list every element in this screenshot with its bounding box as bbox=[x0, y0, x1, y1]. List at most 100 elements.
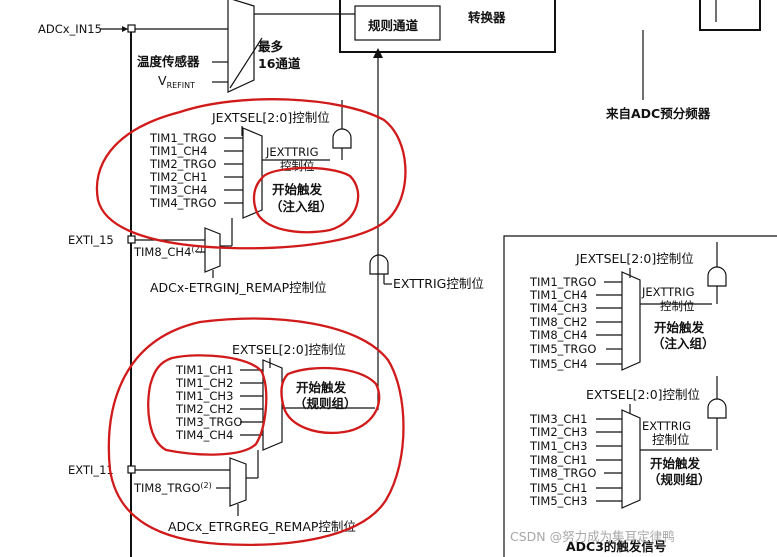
exttrig-and-gate bbox=[369, 254, 389, 275]
regular-signal-list: TIM1_CH1 TIM1_CH2 TIM1_CH3 TIM2_CH2 TIM3… bbox=[175, 363, 242, 442]
right-box-fragment bbox=[699, 0, 761, 31]
exti11-pin bbox=[127, 465, 136, 474]
channel-mux bbox=[227, 0, 255, 93]
adc3-inj-start-2: （注入组） bbox=[652, 336, 715, 351]
regular-trigger-section: EXTSEL[2:0]控制位 TIM1_CH1 TIM1_CH2 TIM1_CH… bbox=[68, 342, 375, 534]
top-section: 规则通道 转换器 来自ADC预分频器 ADCx_IN15 温度传感器 VREFI… bbox=[38, 0, 761, 410]
reg-signal-2: TIM1_CH2 bbox=[175, 376, 233, 390]
adc3-reg-signal-3: TIM1_CH3 bbox=[529, 439, 587, 453]
adc-in15-pin bbox=[127, 24, 136, 33]
adc3-injected-mux bbox=[621, 271, 641, 371]
adc3-panel-border bbox=[503, 235, 777, 557]
adc3-exttrig-and-gate bbox=[707, 398, 727, 419]
adc3-extsel-label: EXTSEL[2:0]控制位 bbox=[586, 387, 700, 402]
adc-in15-arrow-icon bbox=[122, 26, 128, 32]
tim8-trgo-label: TIM8_TRGO(2) bbox=[133, 481, 212, 495]
max16-line1: 最多 bbox=[258, 39, 284, 54]
adc3-inj-signal-1: TIM1_TRGO bbox=[529, 275, 596, 289]
red-circle-regular-signals bbox=[147, 354, 268, 456]
inj-signal-5: TIM3_CH4 bbox=[149, 183, 207, 197]
adc3-caption: ADC3的触发信号 bbox=[566, 539, 666, 554]
red-circle-regular-start bbox=[280, 366, 381, 434]
injected-signal-list: TIM1_TRGO TIM1_CH4 TIM2_TRGO TIM2_CH1 TI… bbox=[149, 131, 216, 210]
regular-channel-box bbox=[354, 5, 441, 41]
adc3-reg-signal-7: TIM5_CH3 bbox=[529, 494, 587, 508]
mux-slash bbox=[229, 37, 263, 89]
tim8-ch4-label: TIM8_CH4(2) bbox=[133, 245, 203, 259]
jexttrig-and-gate bbox=[332, 128, 352, 149]
adc3-inj-signal-7: TIM5_CH4 bbox=[529, 357, 587, 371]
red-annotations bbox=[95, 98, 407, 546]
adc3-exttrig-label-1: EXTTRIG bbox=[642, 419, 691, 433]
adc3-inj-signal-4: TIM8_CH2 bbox=[529, 315, 587, 329]
adc3-inj-signal-2: TIM1_CH4 bbox=[529, 288, 587, 302]
reg-signal-3: TIM1_CH3 bbox=[175, 389, 233, 403]
red-circle-regular-outer bbox=[107, 317, 405, 546]
adc3-inj-signal-3: TIM4_CH3 bbox=[529, 301, 587, 315]
reg-signal-1: TIM1_CH1 bbox=[175, 363, 233, 377]
adc3-exttrig-label-2: 控制位 bbox=[652, 432, 690, 447]
adc3-panel: JEXTSEL[2:0]控制位 TIM1_TRGO TIM1_CH4 TIM4_… bbox=[503, 235, 777, 557]
adc3-jexttrig-and-gate bbox=[707, 266, 727, 287]
adc3-reg-start-1: 开始触发 bbox=[650, 456, 701, 471]
adc-converter-box bbox=[339, 0, 556, 53]
inj-start-label-2: （注入组） bbox=[270, 199, 333, 214]
reg-remap-label: ADCx_ETRGREG_REMAP控制位 bbox=[168, 519, 356, 534]
max16-line2: 16通道 bbox=[258, 56, 301, 71]
adc3-reg-start-2: （规则组） bbox=[648, 472, 711, 487]
watermark: CSDN @努力成为集耳定律鸭 bbox=[510, 529, 675, 544]
inj-signal-2: TIM1_CH4 bbox=[149, 144, 207, 158]
inj-signal-6: TIM4_TRGO bbox=[149, 196, 216, 210]
inj-remap-label: ADCx-ETRGINJ_REMAP控制位 bbox=[150, 280, 327, 295]
jexttrig-label-2: 控制位 bbox=[280, 159, 315, 173]
exti15-pin bbox=[127, 235, 136, 244]
jexttrig-label-1: JEXTTRIG bbox=[265, 145, 318, 159]
reg-signal-6: TIM4_CH4 bbox=[175, 428, 233, 442]
inj-signal-4: TIM2_CH1 bbox=[149, 170, 207, 184]
adc3-jextsel-label: JEXTSEL[2:0]控制位 bbox=[575, 251, 694, 266]
red-circle-injected-inner bbox=[252, 166, 360, 234]
inj-start-label-1: 开始触发 bbox=[272, 182, 323, 197]
adc3-reg-signal-4: TIM8_CH1 bbox=[529, 453, 587, 467]
adc3-inj-signal-list: TIM1_TRGO TIM1_CH4 TIM4_CH3 TIM8_CH2 TIM… bbox=[529, 275, 596, 371]
reg-remap-mux bbox=[229, 457, 247, 507]
adc3-jexttrig-label-2: 控制位 bbox=[660, 299, 695, 313]
injected-trigger-section: JEXTSEL[2:0]控制位 TIM1_TRGO TIM1_CH4 TIM2_… bbox=[68, 100, 352, 295]
adc3-reg-signal-6: TIM5_CH1 bbox=[529, 481, 587, 495]
adc3-reg-signal-5: TIM8_TRGO bbox=[529, 466, 596, 480]
adc3-jexttrig-label-1: JEXTTRIG bbox=[641, 285, 694, 299]
adc-in15-label: ADCx_IN15 bbox=[38, 22, 102, 36]
regular-channel-label: 规则通道 bbox=[368, 18, 419, 33]
reg-start-label-1: 开始触发 bbox=[296, 380, 347, 395]
adc3-regular-mux bbox=[621, 409, 641, 509]
adc3-inj-signal-5: TIM8_CH4 bbox=[529, 328, 587, 342]
exttrig-section: EXTTRIG控制位 bbox=[369, 254, 484, 291]
red-circle-injected-outer bbox=[95, 98, 407, 250]
adc3-reg-wires bbox=[596, 418, 622, 502]
reg-start-label-2: （规则组） bbox=[294, 396, 357, 411]
extsel-label: EXTSEL[2:0]控制位 bbox=[232, 342, 346, 357]
vrefint-label: VREFINT bbox=[158, 73, 195, 90]
inj-signal-3: TIM2_TRGO bbox=[149, 157, 216, 171]
reg-signal-4: TIM2_CH2 bbox=[175, 402, 233, 416]
adc3-reg-signal-list: TIM3_CH1 TIM2_CH3 TIM1_CH3 TIM8_CH1 TIM8… bbox=[529, 412, 596, 508]
regular-trigger-mux bbox=[262, 359, 283, 451]
exti11-label: EXTI_11 bbox=[68, 463, 114, 477]
adc3-inj-signal-6: TIM5_TRGO bbox=[529, 342, 596, 356]
inj-remap-mux bbox=[204, 227, 221, 273]
reg-signal-5: TIM3_TRGO bbox=[175, 415, 242, 429]
adc3-reg-signal-2: TIM2_CH3 bbox=[529, 425, 587, 439]
adc3-inj-wires bbox=[596, 281, 622, 365]
injected-trigger-mux bbox=[242, 127, 263, 219]
exti15-label: EXTI_15 bbox=[68, 233, 114, 247]
adc3-reg-signal-1: TIM3_CH1 bbox=[529, 412, 587, 426]
inj-signal-wires bbox=[224, 137, 243, 204]
jextsel-label: JEXTSEL[2:0]控制位 bbox=[211, 110, 330, 125]
inj-signal-1: TIM1_TRGO bbox=[149, 131, 216, 145]
adc3-inj-start-1: 开始触发 bbox=[654, 320, 705, 335]
temp-sensor-label: 温度传感器 bbox=[137, 54, 200, 69]
converter-label: 转换器 bbox=[468, 10, 506, 25]
prescaler-label: 来自ADC预分频器 bbox=[605, 106, 711, 121]
exttrig-label: EXTTRIG控制位 bbox=[393, 276, 484, 291]
